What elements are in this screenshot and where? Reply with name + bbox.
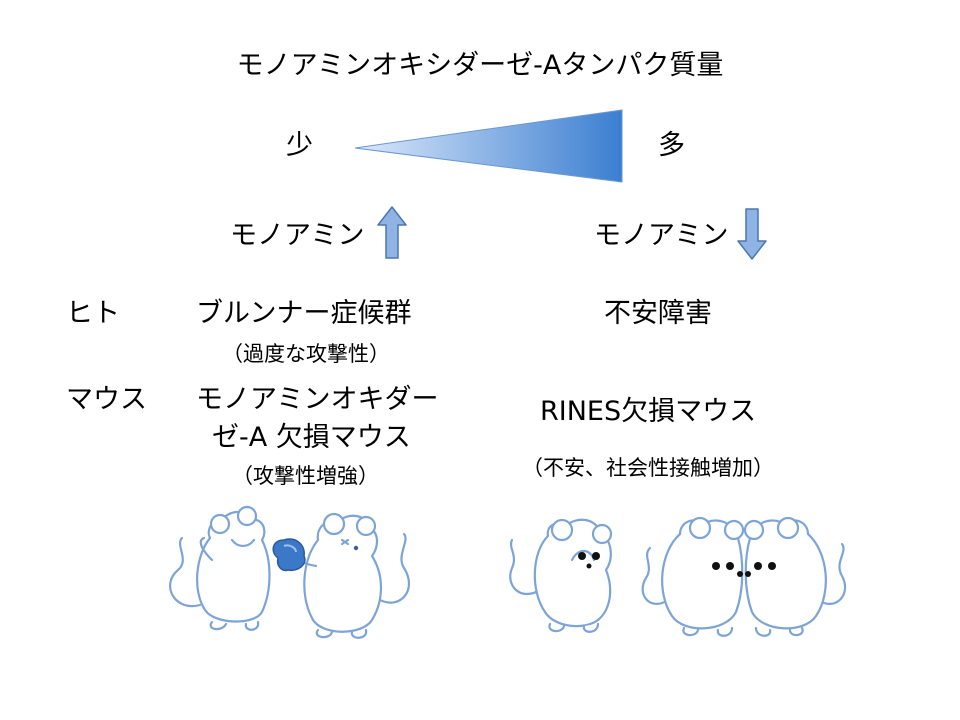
quantity-wedge	[354, 109, 623, 183]
monoamine-label-left: モノアミン	[230, 220, 365, 251]
monoamine-label-right: モノアミン	[594, 220, 729, 251]
mouse-right-note: （不安、社会性接触増加）	[522, 456, 774, 480]
anxious-mouse-illustration	[509, 518, 613, 633]
slide-title: モノアミンオキシダーゼ-Aタンパク質量	[236, 50, 724, 81]
scale-low-label: 少	[286, 130, 313, 161]
mouse-left-condition-line1: モノアミンオキダー	[196, 384, 439, 415]
mouse-right-condition: RINES欠損マウス	[540, 396, 757, 427]
human-right-condition: 不安障害	[604, 298, 712, 329]
anxious-mouse-eyes	[578, 552, 600, 569]
mouse-left-note: （攻撃性増強）	[232, 464, 379, 488]
mouse-left-condition-line2: ゼ-A 欠損マウス	[212, 422, 411, 453]
cuddling-mice-illustration	[641, 516, 847, 637]
row-label-mouse: マウス	[66, 384, 147, 415]
down-arrow-icon	[737, 208, 767, 260]
row-label-human: ヒト	[66, 298, 120, 329]
boxing-glove-icon	[272, 538, 306, 572]
cuddling-mice-eyes	[712, 562, 776, 577]
human-left-note: （過度な攻撃性）	[222, 342, 390, 366]
human-left-condition: ブルンナー症候群	[196, 298, 412, 329]
up-arrow-icon	[377, 206, 407, 259]
aggressive-mice-illustration	[169, 505, 411, 639]
scale-high-label: 多	[658, 130, 685, 161]
